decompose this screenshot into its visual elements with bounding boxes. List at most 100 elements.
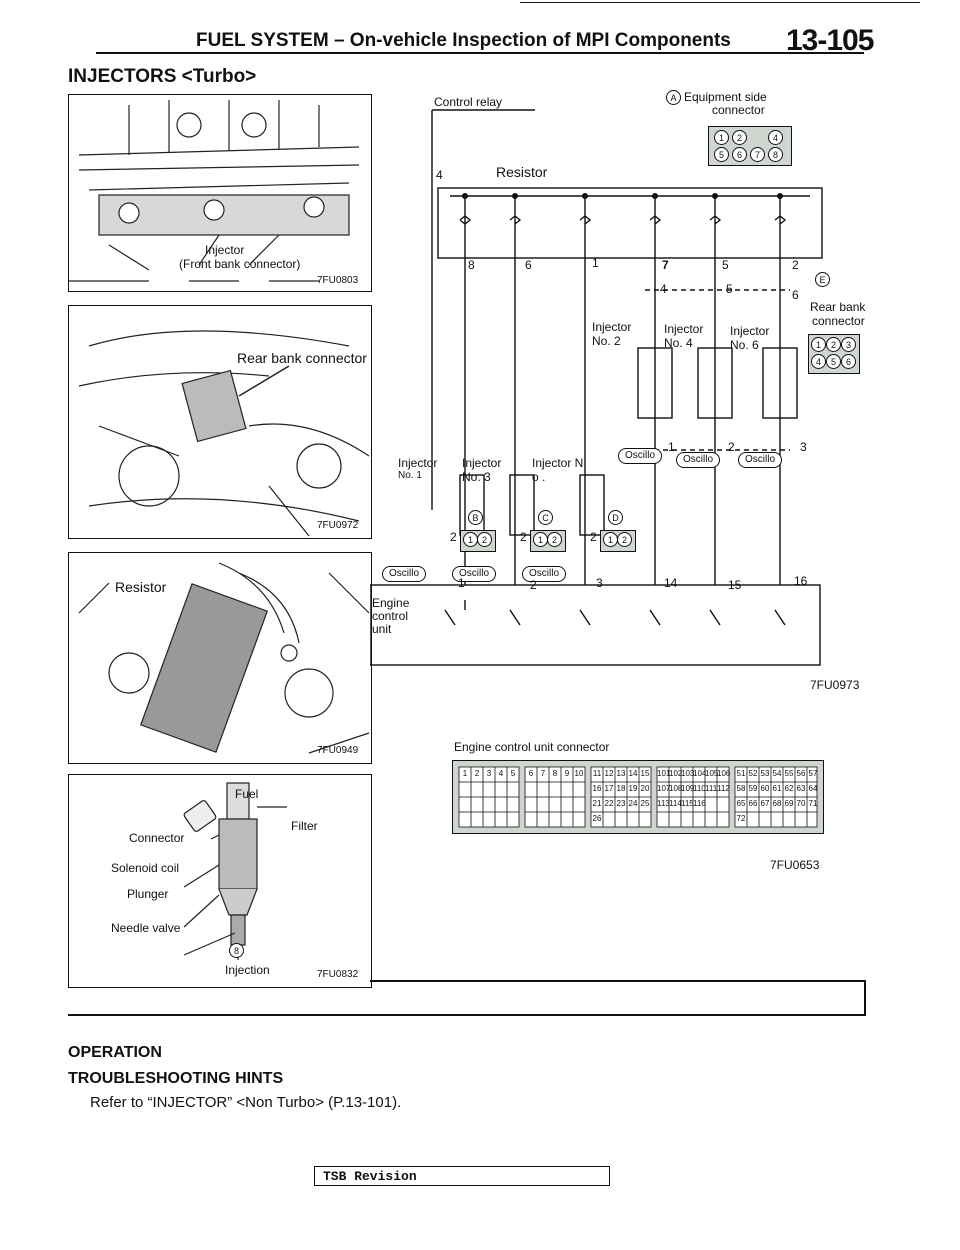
top-rule	[520, 2, 920, 3]
frame-rule	[864, 980, 866, 1016]
ecu-pin-number: 17	[604, 784, 614, 793]
ecu-pin-number: 20	[640, 784, 650, 793]
reference-text: Refer to “INJECTOR” <Non Turbo> (P.13-10…	[90, 1094, 402, 1111]
ecu-pin-number: 104	[693, 769, 707, 778]
ecu-pin-number: 14	[628, 769, 638, 778]
ecu-label-line: unit	[372, 622, 392, 636]
ecu-pin-number: 3	[486, 769, 492, 778]
filter-label: Filter	[291, 819, 318, 833]
wire-pin: 1	[592, 256, 599, 270]
ecu-pin-number: 58	[736, 784, 746, 793]
ecu-pin-number: 56	[796, 769, 806, 778]
rear-bank-connector-label: connector	[812, 314, 865, 328]
rear-low-pin: 3	[800, 440, 807, 454]
rear-pin-top: 4	[660, 282, 667, 296]
ecu-pin-number: 55	[784, 769, 794, 778]
ecu-pin-number: 7	[540, 769, 546, 778]
equip-pin: 4	[768, 130, 783, 145]
ecu-pin-number: 111	[705, 784, 718, 793]
ecu-pin-number: 116	[693, 799, 706, 808]
equip-pin: 5	[714, 147, 729, 162]
ecu-pin-number: 107	[657, 784, 671, 793]
ecu-pin-number: 22	[604, 799, 614, 808]
wire-pin: 2	[792, 258, 799, 272]
section-title: INJECTORS <Turbo>	[68, 66, 257, 87]
rear-pin-top: 5	[726, 282, 733, 296]
ecu-pin-number: 13	[616, 769, 626, 778]
front-bank-illustration	[69, 100, 360, 282]
ecu-pin-number: 6	[528, 769, 534, 778]
ecu-pin-number: 19	[628, 784, 638, 793]
marker-8: 8	[229, 943, 244, 958]
wire-pin: 5	[722, 258, 729, 272]
wire-pin: 8	[468, 258, 475, 272]
front-bank-connector-label: (Front bank connector)	[179, 257, 301, 271]
rear-low-pin: 1	[668, 440, 675, 454]
equip-pin: 2	[732, 130, 747, 145]
control-relay-label: Control relay	[434, 95, 503, 109]
ecu-pin-number: 11	[592, 769, 602, 778]
ecu-pin-number: 109	[681, 784, 695, 793]
ecu-pin: 1	[458, 576, 465, 590]
operation-heading: OPERATION	[68, 1044, 162, 1061]
ecu-pin-number: 68	[772, 799, 782, 808]
plunger-label: Plunger	[127, 887, 169, 901]
resistor-photo-label: Resistor	[115, 579, 167, 595]
ecu-pin: 15	[728, 578, 742, 592]
ecu-pin-number: 108	[669, 784, 683, 793]
ecu-connector-grid	[458, 766, 818, 828]
ecu-pin-number: 52	[748, 769, 758, 778]
ecu-pin-number: 57	[808, 769, 818, 778]
rear-pin: 1	[811, 337, 826, 352]
ecu-pin-number: 114	[669, 799, 682, 808]
ecu-pin-number: 60	[760, 784, 770, 793]
rear-pin: 2	[826, 337, 841, 352]
conn-pin: 1	[463, 532, 478, 547]
ecu-pin-number: 2	[474, 769, 480, 778]
ecu-pin-number: 103	[681, 769, 695, 778]
conn-pin-2: 2	[590, 530, 597, 544]
figure-code: 7FU0832	[317, 969, 359, 980]
ecu-pin-number: 101	[657, 769, 671, 778]
marker-c: C	[538, 510, 553, 525]
ecu-pin-number: 112	[717, 784, 730, 793]
ecu-pin-number: 72	[736, 814, 746, 823]
ecu-label-line: control	[372, 609, 409, 623]
oscillo-tag: Oscillo	[618, 448, 663, 464]
equip-pin: 1	[714, 130, 729, 145]
resistor-pin-label: 4	[436, 168, 443, 182]
ecu-pin-number: 25	[640, 799, 650, 808]
ecu-pin-number: 9	[564, 769, 570, 778]
ecu-pin-number: 64	[808, 784, 818, 793]
ecu-pin-number: 66	[748, 799, 758, 808]
ecu-pin-number: 12	[604, 769, 614, 778]
ecu-pin-number: 51	[736, 769, 746, 778]
injector-5-label: Injector N o .	[532, 456, 584, 484]
figure-code: 7FU0653	[770, 858, 820, 872]
equipment-connector-label: connector	[712, 103, 765, 117]
wire-pin: 6	[525, 258, 532, 272]
injector-3-label: Injector No. 3	[462, 456, 502, 484]
ecu-pin-number: 62	[784, 784, 794, 793]
oscillo-tag: Oscillo	[452, 566, 497, 582]
figure-code: 7FU0949	[317, 745, 359, 756]
tsb-revision-box: TSB Revision	[314, 1166, 610, 1186]
equip-pin: 7	[750, 147, 765, 162]
troubleshooting-heading: TROUBLESHOOTING HINTS	[68, 1070, 284, 1087]
page-header-title: FUEL SYSTEM – On-vehicle Inspection of M…	[196, 30, 731, 51]
ecu-pin-number: 8	[552, 769, 558, 778]
ecu-pin: 2	[530, 578, 537, 592]
marker-e: E	[815, 272, 830, 287]
ecu-pin-number: 53	[760, 769, 770, 778]
conn-pin: 2	[477, 532, 492, 547]
ecu-pin-number: 16	[592, 784, 602, 793]
figure-injector-parts: Fuel Filter Connector Solenoid coil Plun…	[68, 774, 372, 988]
figure-code: 7FU0973	[810, 678, 860, 692]
ecu-pin-number: 1	[462, 769, 468, 778]
figure-code: 7FU0803	[317, 275, 359, 286]
marker-d: D	[608, 510, 623, 525]
injector-2-label: Injector No. 2	[592, 320, 632, 348]
rear-bank-label: Rear bank	[810, 300, 866, 314]
rear-pin: 4	[811, 354, 826, 369]
